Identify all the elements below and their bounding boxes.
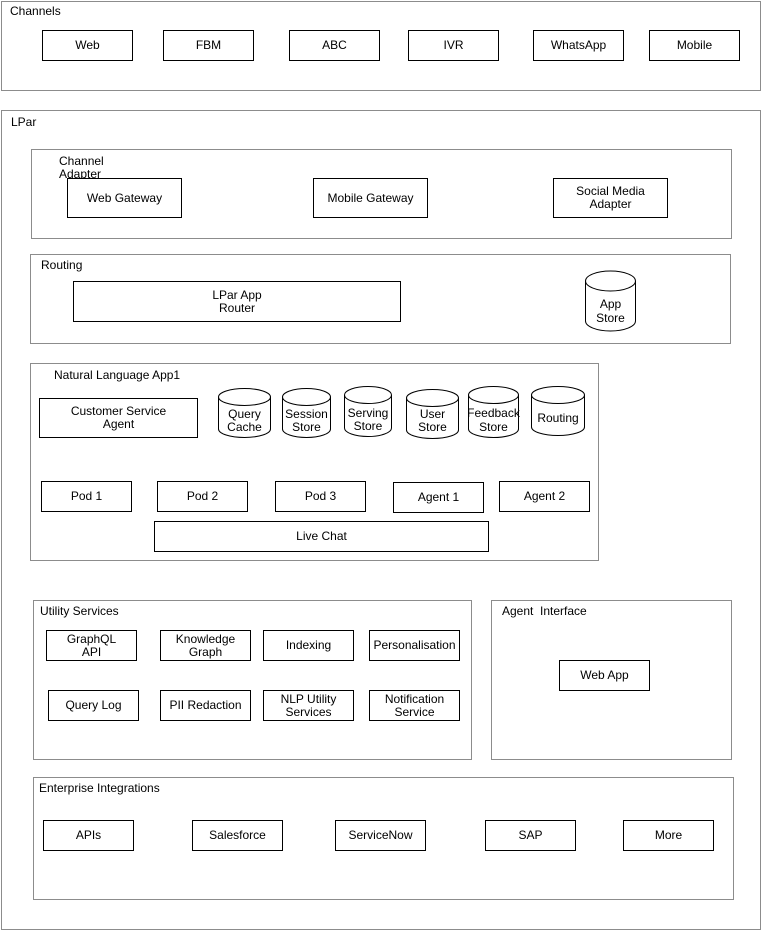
box-label: Customer Service Agent xyxy=(70,404,167,431)
box-label: Agent 2 xyxy=(523,489,566,503)
integration-sap[interactable]: SAP xyxy=(485,820,576,851)
customer-service-agent[interactable]: Customer Service Agent xyxy=(39,398,198,438)
app-store-label-line1: App xyxy=(600,297,622,311)
serving-store-line1: Serving xyxy=(348,406,389,420)
indexing[interactable]: Indexing xyxy=(263,630,354,661)
agent-2[interactable]: Agent 2 xyxy=(499,481,590,512)
agent-1[interactable]: Agent 1 xyxy=(393,482,484,513)
query-cache-line2: Cache xyxy=(227,420,262,434)
box-label: IVR xyxy=(443,38,464,52)
box-label: Pod 2 xyxy=(186,489,219,503)
box-label: Web xyxy=(75,38,100,52)
social-media-adapter[interactable]: Social Media Adapter xyxy=(553,178,668,218)
web-app[interactable]: Web App xyxy=(559,660,650,691)
pii-redaction[interactable]: PII Redaction xyxy=(160,690,251,721)
serving-store-line2: Store xyxy=(354,419,383,433)
query-cache-cylinder[interactable]: Query Cache xyxy=(217,387,272,439)
box-label: Pod 3 xyxy=(304,489,337,503)
feedback-store-line1: Feedback xyxy=(467,406,521,420)
mobile-gateway[interactable]: Mobile Gateway xyxy=(313,178,428,218)
web-gateway[interactable]: Web Gateway xyxy=(67,178,182,218)
notification-service[interactable]: Notification Service xyxy=(369,690,460,721)
pod-1[interactable]: Pod 1 xyxy=(41,481,132,512)
utility-services-label: Utility Services xyxy=(40,604,119,618)
integration-more[interactable]: More xyxy=(623,820,714,851)
box-label: Personalisation xyxy=(373,638,456,652)
lpar-label: LPar xyxy=(11,115,37,129)
channel-fbm[interactable]: FBM xyxy=(163,30,254,61)
box-label: Query Log xyxy=(65,698,122,712)
user-store-line1: User xyxy=(420,407,445,421)
enterprise-integrations-label: Enterprise Integrations xyxy=(39,781,160,795)
box-label: Pod 1 xyxy=(70,489,103,503)
channel-ivr[interactable]: IVR xyxy=(408,30,499,61)
box-label: ServiceNow xyxy=(348,828,413,842)
lpar-app-router[interactable]: LPar App Router xyxy=(73,281,401,322)
query-log[interactable]: Query Log xyxy=(48,690,139,721)
personalisation[interactable]: Personalisation xyxy=(369,630,460,661)
box-label: PII Redaction xyxy=(169,698,242,712)
channel-adapter-label: Channel Adapter xyxy=(59,154,104,181)
query-cache-line1: Query xyxy=(228,407,261,421)
box-label: APIs xyxy=(75,828,102,842)
feedback-store-cylinder[interactable]: Feedback Store xyxy=(467,385,521,439)
nlp-utility-services[interactable]: NLP Utility Services xyxy=(263,690,354,721)
knowledge-graph[interactable]: Knowledge Graph xyxy=(160,630,251,661)
channel-abc[interactable]: ABC xyxy=(289,30,380,61)
serving-store-cylinder[interactable]: Serving Store xyxy=(343,385,393,438)
integration-apis[interactable]: APIs xyxy=(43,820,134,851)
session-store-line1: Session xyxy=(285,407,328,421)
box-label: Salesforce xyxy=(209,828,266,842)
session-store-line2: Store xyxy=(292,420,321,434)
box-label: More xyxy=(654,828,683,842)
user-store-line2: Store xyxy=(418,420,447,434)
box-label: GraphQL API xyxy=(66,631,117,659)
integration-servicenow[interactable]: ServiceNow xyxy=(335,820,426,851)
pod-2[interactable]: Pod 2 xyxy=(157,481,248,512)
box-label: Mobile xyxy=(676,38,713,52)
feedback-store-line2: Store xyxy=(479,420,508,434)
routing-store-line1: Routing xyxy=(537,411,578,425)
integration-salesforce[interactable]: Salesforce xyxy=(192,820,283,851)
box-label: Live Chat xyxy=(296,529,347,543)
user-store-cylinder[interactable]: User Store xyxy=(405,388,460,440)
routing-label: Routing xyxy=(41,258,83,272)
graphql-api[interactable]: GraphQL API xyxy=(46,630,137,661)
app-store-label-line2: Store xyxy=(596,311,625,325)
box-label: Knowledge Graph xyxy=(175,631,236,659)
box-label: LPar App Router xyxy=(212,287,262,315)
agent-interface-label: Agent Interface xyxy=(502,604,587,618)
channel-web[interactable]: Web xyxy=(42,30,133,61)
box-label: WhatsApp xyxy=(550,38,607,52)
box-label: FBM xyxy=(195,38,222,52)
box-label: NLP Utility Services xyxy=(280,691,337,719)
box-label: ABC xyxy=(322,38,347,52)
box-label: Indexing xyxy=(285,638,332,652)
channels-label: Channels xyxy=(10,4,61,18)
box-label: Mobile Gateway xyxy=(327,190,414,205)
app-store-cylinder[interactable]: App Store xyxy=(584,270,637,332)
box-label: Agent 1 xyxy=(417,490,460,504)
channel-whatsapp[interactable]: WhatsApp xyxy=(533,30,624,61)
box-label: Notification Service xyxy=(384,691,445,719)
utility-services-group: Utility Services xyxy=(33,600,472,760)
live-chat[interactable]: Live Chat xyxy=(154,521,489,552)
session-store-cylinder[interactable]: Session Store xyxy=(281,387,332,439)
nl-app-label: Natural Language App1 xyxy=(54,368,181,382)
pod-3[interactable]: Pod 3 xyxy=(275,481,366,512)
box-label: SAP xyxy=(518,828,543,842)
routing-store-cylinder[interactable]: Routing xyxy=(530,385,586,437)
enterprise-integrations-group: Enterprise Integrations xyxy=(33,777,734,900)
box-label: Web Gateway xyxy=(86,190,163,205)
box-label: Web App xyxy=(580,668,629,682)
box-label: Social Media Adapter xyxy=(576,184,645,211)
channel-mobile[interactable]: Mobile xyxy=(649,30,740,61)
